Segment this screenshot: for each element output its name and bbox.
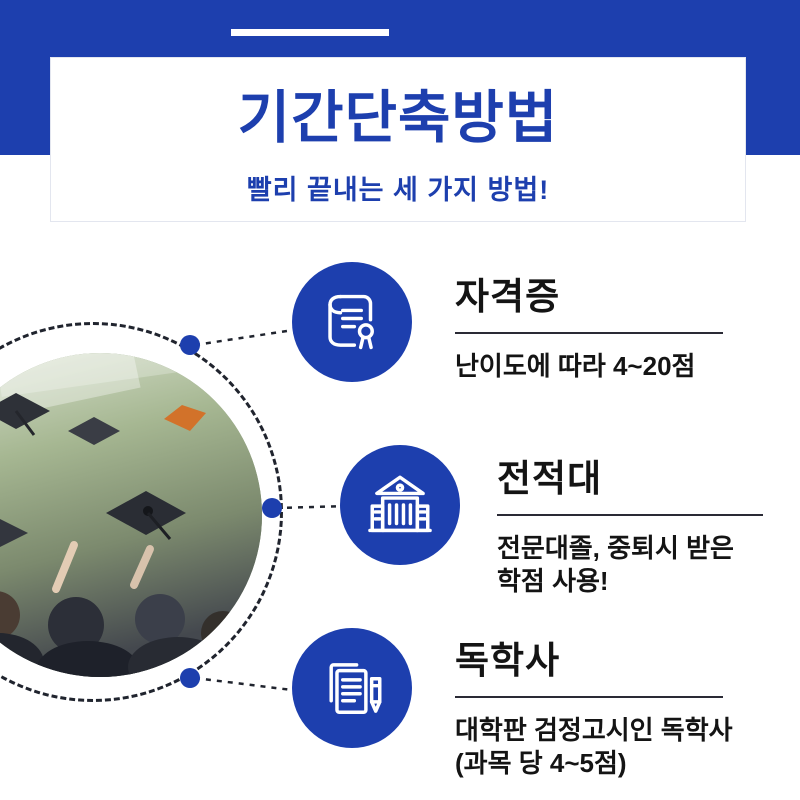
description-line: 전문대졸, 중퇴시 받은 — [497, 533, 734, 563]
item-section-self-study: 독학사 대학판 검정고시인 독학사 (과목 당 4~5점) — [455, 630, 790, 780]
title-underline — [497, 514, 763, 516]
description-line: 학점 사용! — [497, 566, 609, 596]
item-title: 독학사 — [455, 640, 561, 681]
university-icon — [368, 475, 432, 533]
title-underline — [455, 332, 723, 334]
university-icon-circle — [340, 445, 460, 565]
orbit-dot-2 — [262, 498, 282, 518]
title-card: 기간단축방법 빨리 끝내는 세 가지 방법! — [50, 57, 746, 222]
description-line: 난이도에 따라 4~20점 — [455, 351, 696, 381]
orbit-dot-3 — [180, 668, 200, 688]
document-pencil-icon — [329, 663, 382, 715]
item-section-certificate: 자격증 난이도에 따라 4~20점 — [455, 266, 785, 383]
document-pencil-icon-circle — [292, 628, 412, 748]
graduation-photo — [0, 353, 262, 677]
page-title: 기간단축방법 — [237, 86, 559, 150]
description-line: 대학판 검정고시인 독학사 — [455, 715, 733, 745]
item-section-transfer: 전적대 전문대졸, 중퇴시 받은 학점 사용! — [497, 448, 797, 598]
item-title: 자격증 — [455, 276, 561, 317]
graduation-photo-art — [0, 353, 262, 677]
description-line: (과목 당 4~5점) — [455, 748, 627, 778]
page-subtitle: 빨리 끝내는 세 가지 방법! — [246, 175, 550, 205]
item-description: 전문대졸, 중퇴시 받은 학점 사용! — [497, 532, 797, 598]
orbit-dot-1 — [180, 335, 200, 355]
title-underline — [455, 696, 723, 698]
item-description: 대학판 검정고시인 독학사 (과목 당 4~5점) — [455, 714, 790, 780]
certificate-icon — [328, 294, 374, 350]
decorative-line — [231, 29, 389, 36]
certificate-icon-circle — [292, 262, 412, 382]
item-title: 전적대 — [497, 458, 603, 499]
item-description: 난이도에 따라 4~20점 — [455, 350, 785, 383]
